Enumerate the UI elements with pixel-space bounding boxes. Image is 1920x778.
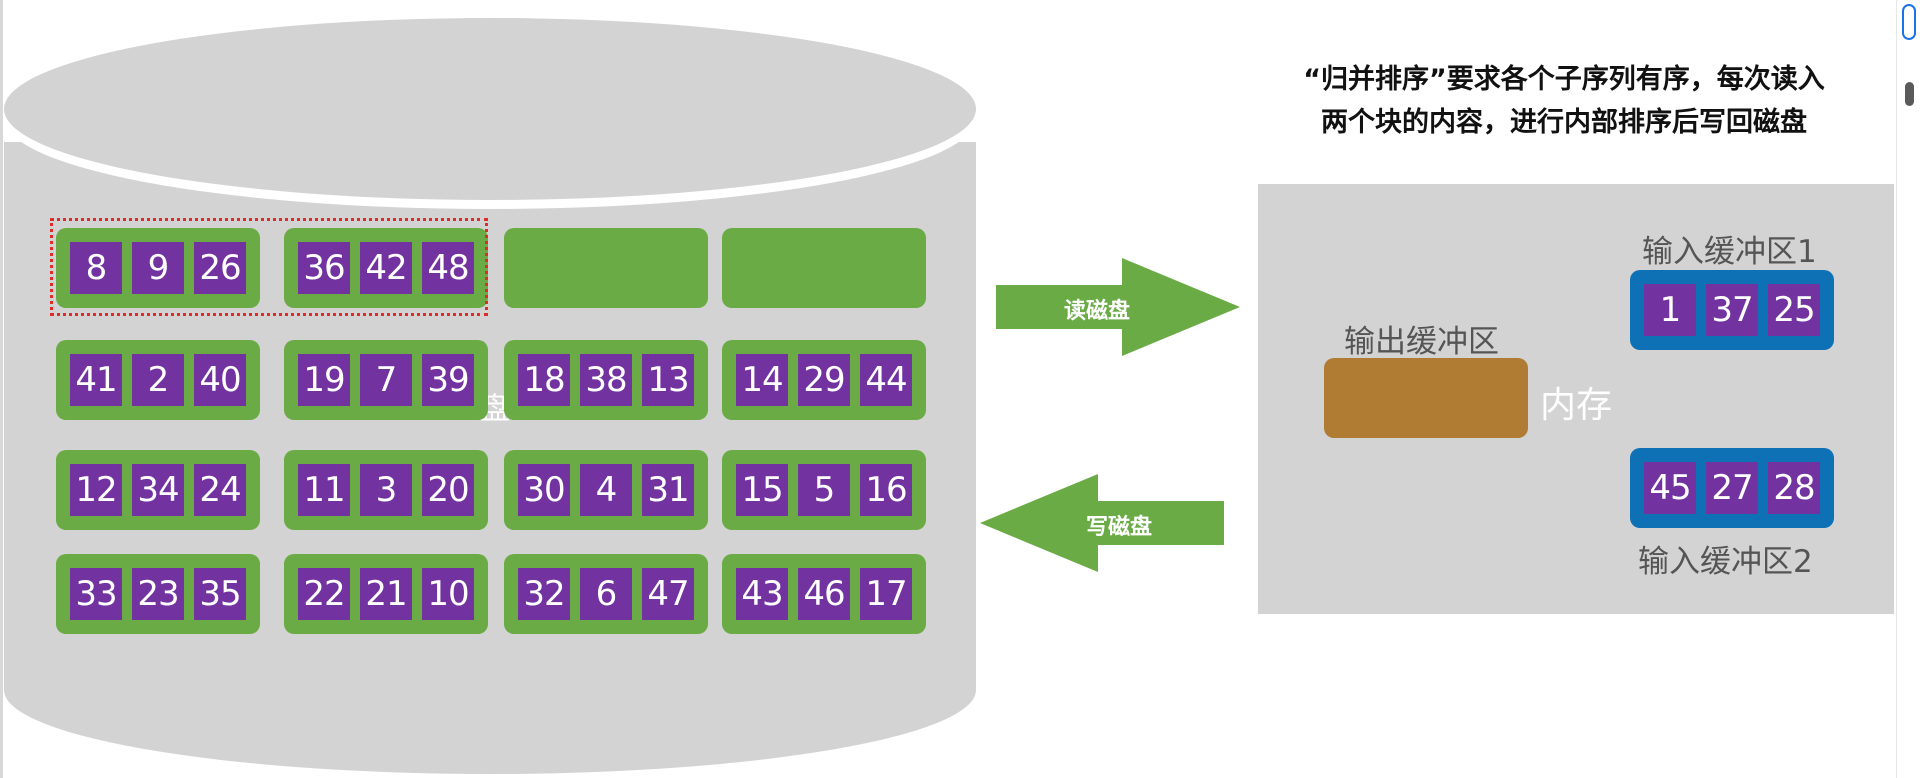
scroll-up-button[interactable] [1902,4,1916,40]
buffer-value: 25 [1768,284,1820,336]
block-value: 7 [360,354,412,406]
block-value: 48 [422,242,474,294]
block-value: 5 [798,464,850,516]
block-value: 31 [642,464,694,516]
block-value: 38 [580,354,632,406]
buffer-value: 37 [1706,284,1758,336]
selected-blocks-marker [50,218,488,316]
block-value: 13 [642,354,694,406]
input-buffer-1: 1 37 25 [1630,270,1834,350]
block-value: 30 [518,464,570,516]
read-disk-arrow [996,258,1240,356]
disk-cylinder-top [4,18,976,200]
block-value: 17 [860,568,912,620]
block-value: 29 [798,354,850,406]
block-value: 36 [298,242,350,294]
block-value: 39 [422,354,474,406]
block-value: 11 [298,464,350,516]
block-value: 35 [194,568,246,620]
left-edge [0,0,3,778]
buffer-value: 1 [1644,284,1696,336]
output-buffer-label: 输出缓冲区 [1344,324,1499,360]
block-value: 3 [360,464,412,516]
memory-label: 内存 [1540,385,1613,426]
input-buffer-2-label: 输入缓冲区2 [1638,544,1813,580]
block-value: 46 [798,568,850,620]
block-value: 10 [422,568,474,620]
block-value: 6 [580,568,632,620]
buffer-value: 28 [1768,462,1820,514]
block-value: 34 [132,464,184,516]
block-value: 16 [860,464,912,516]
block-value: 43 [736,568,788,620]
block-value: 18 [518,354,570,406]
block-value: 40 [194,354,246,406]
block-value: 15 [736,464,788,516]
caption-line-1: “归并排序”要求各个子序列有序，每次读入 [1303,64,1825,95]
block-value: 32 [518,568,570,620]
block-value: 8 [70,242,122,294]
disk-block [722,228,926,308]
output-buffer [1324,358,1528,438]
block-value: 12 [70,464,122,516]
write-disk-arrow [980,474,1224,572]
block-value: 24 [194,464,246,516]
block-value: 4 [580,464,632,516]
block-value: 26 [194,242,246,294]
buffer-value: 45 [1644,462,1696,514]
vertical-scrollbar[interactable] [1896,0,1920,778]
block-value: 22 [298,568,350,620]
disk-block [504,228,708,308]
block-value: 19 [298,354,350,406]
block-value: 47 [642,568,694,620]
block-value: 42 [360,242,412,294]
block-value: 33 [70,568,122,620]
scrollbar-thumb[interactable] [1905,82,1914,106]
block-value: 44 [860,354,912,406]
block-value: 41 [70,354,122,406]
block-value: 20 [422,464,474,516]
input-buffer-2: 45 27 28 [1630,448,1834,528]
caption: “归并排序”要求各个子序列有序，每次读入 两个块的内容，进行内部排序后写回磁盘 [1234,58,1894,144]
block-value: 14 [736,354,788,406]
caption-line-2: 两个块的内容，进行内部排序后写回磁盘 [1321,107,1807,138]
block-value: 2 [132,354,184,406]
block-value: 23 [132,568,184,620]
buffer-value: 27 [1706,462,1758,514]
write-disk-label: 写磁盘 [1086,515,1153,540]
input-buffer-1-label: 输入缓冲区1 [1642,234,1817,270]
block-value: 9 [132,242,184,294]
read-disk-label: 读磁盘 [1064,299,1131,324]
block-value: 21 [360,568,412,620]
